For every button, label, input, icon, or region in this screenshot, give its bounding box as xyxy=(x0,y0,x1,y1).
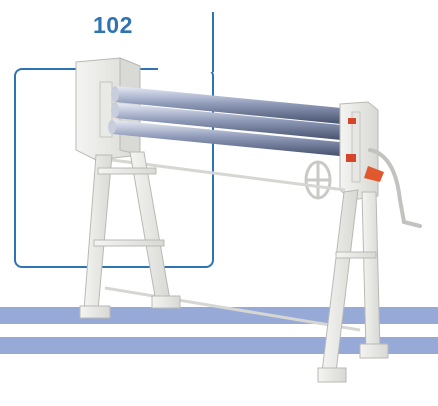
rolls xyxy=(108,86,362,158)
left-stand xyxy=(79,151,181,319)
callout-leader-line xyxy=(212,12,214,72)
right-stand xyxy=(317,189,389,383)
tie-bars xyxy=(104,158,361,332)
crank-handle xyxy=(368,148,422,228)
handwheel xyxy=(304,160,332,200)
right-end-frame xyxy=(339,101,384,201)
callout-frame-gap xyxy=(158,64,216,72)
product-number: 102 xyxy=(93,12,133,38)
